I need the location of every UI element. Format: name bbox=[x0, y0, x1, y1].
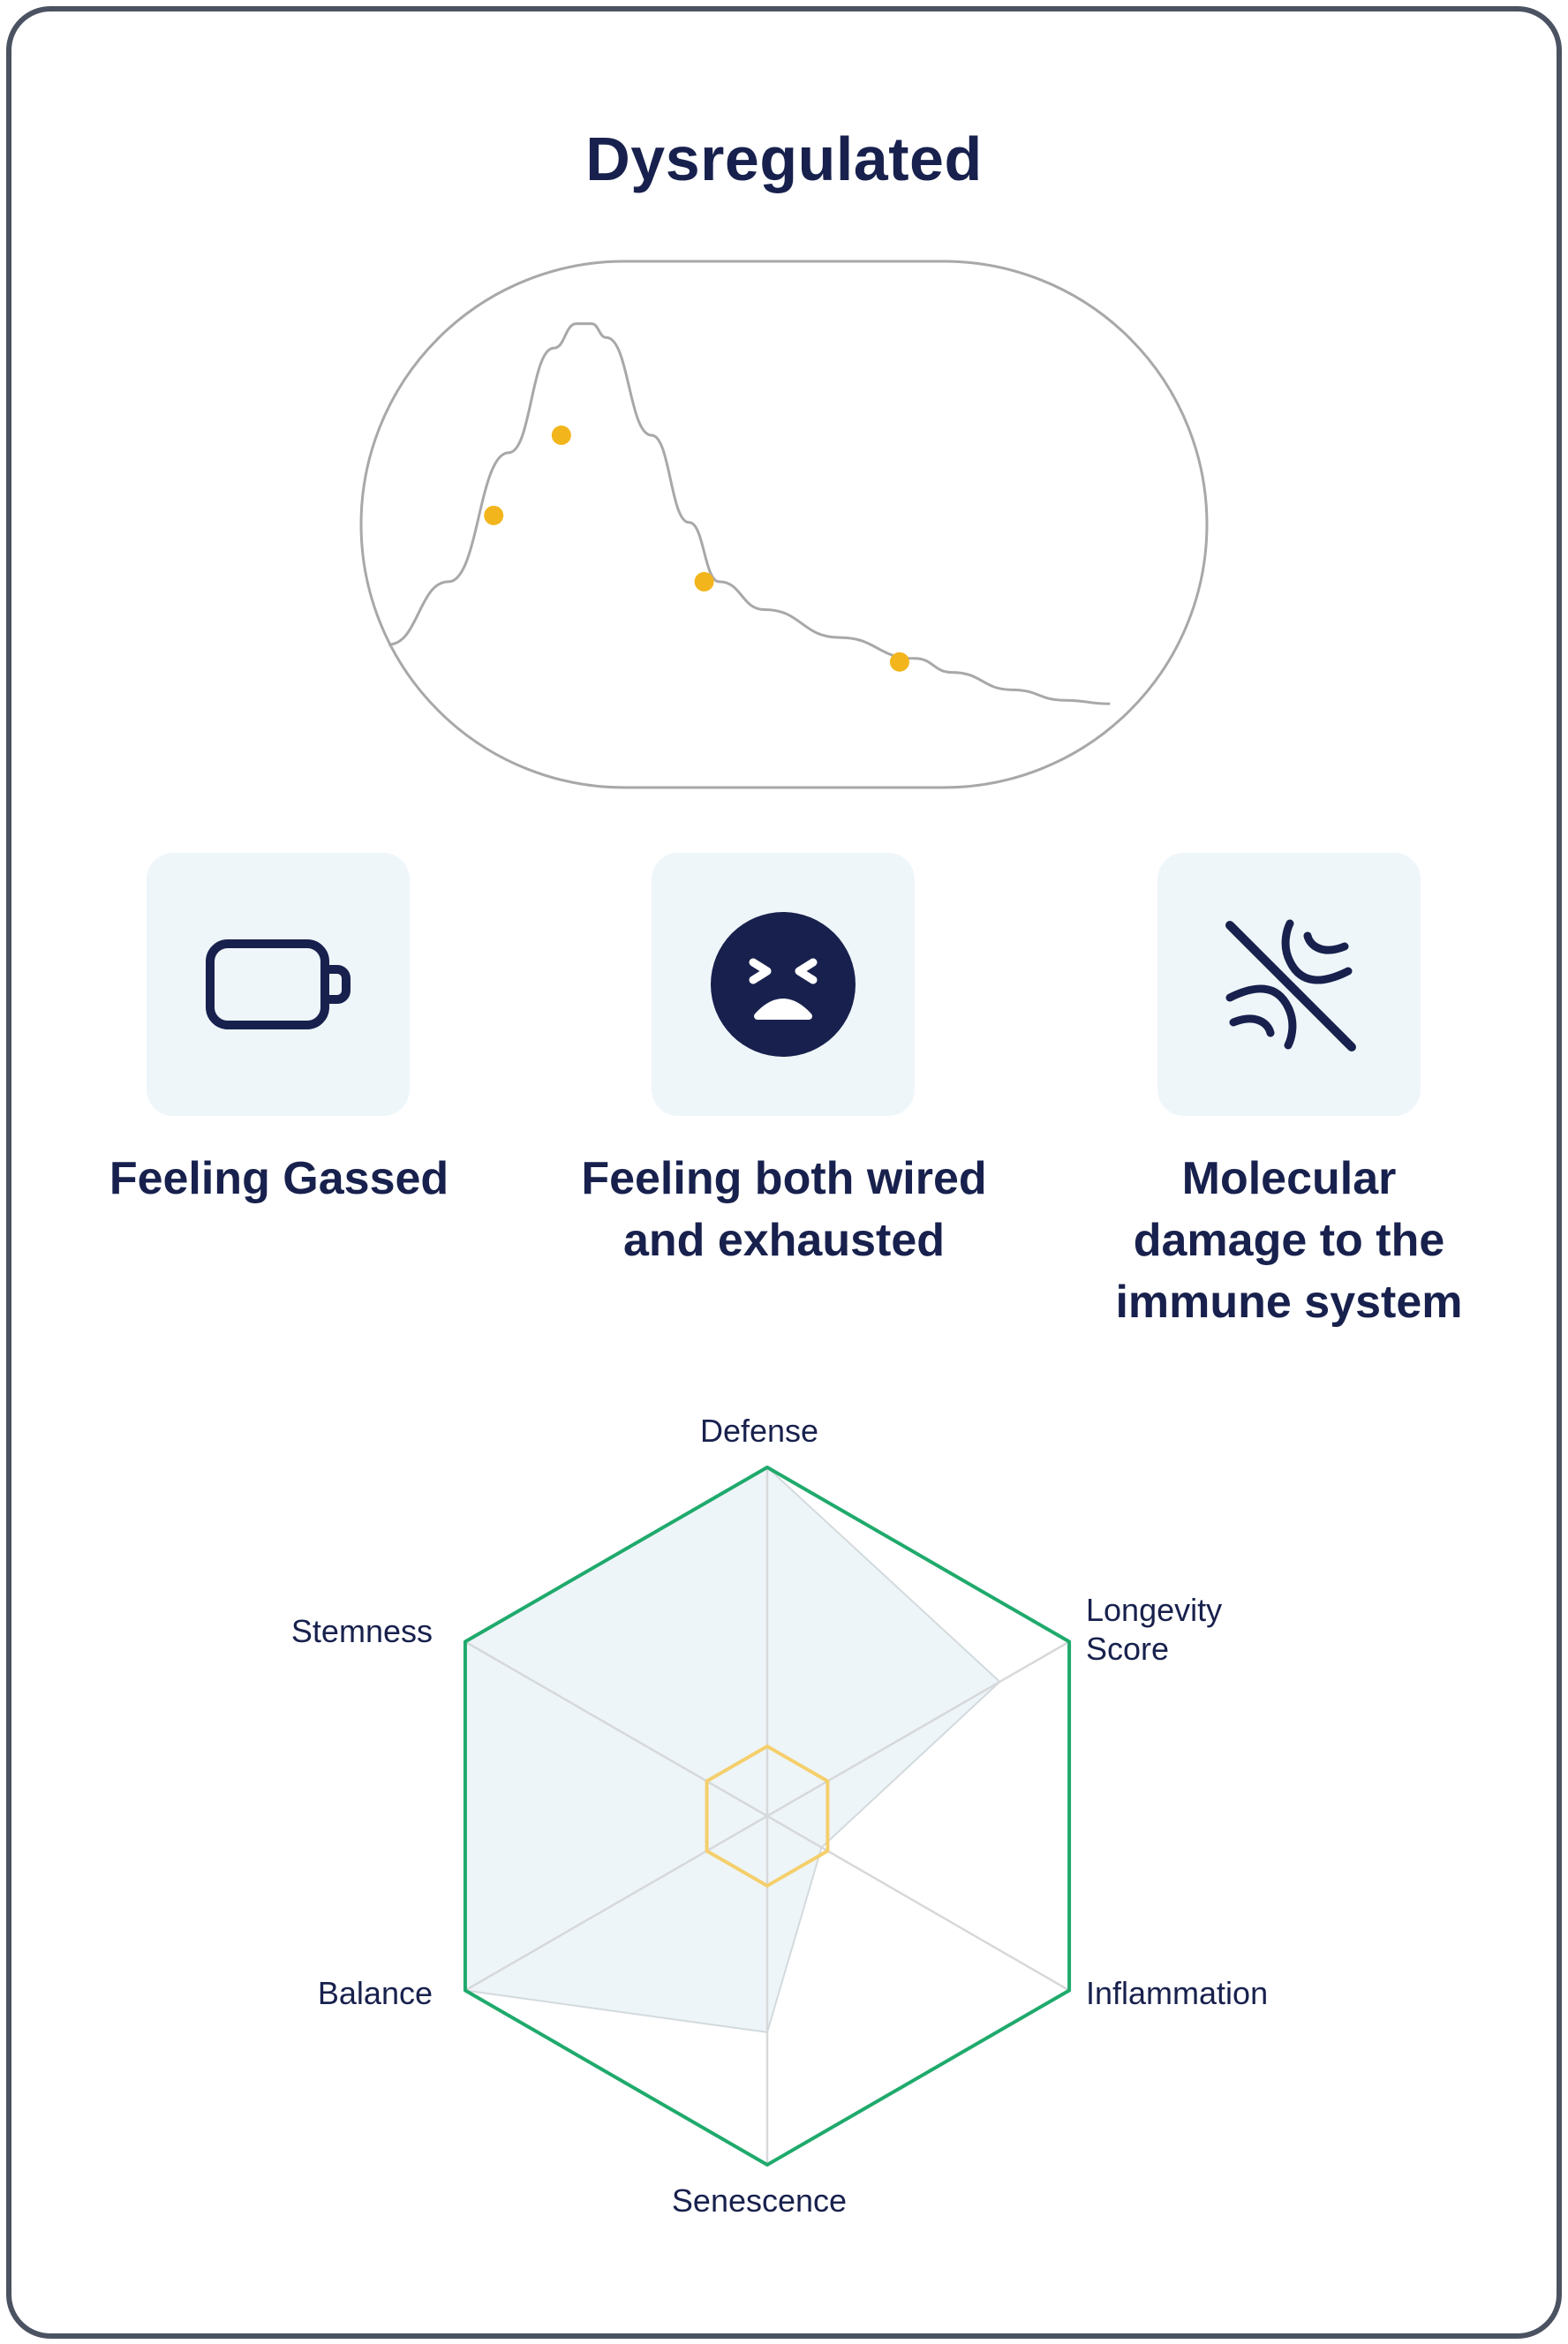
radar-axis-label: Balance bbox=[318, 1975, 433, 2011]
feature-caption-wired: Feeling both wired and exhausted bbox=[537, 1148, 1031, 1271]
radar-axis-label-line: Inflammation bbox=[1086, 1975, 1268, 2011]
radar-axis-label-line: Stemness bbox=[291, 1613, 433, 1649]
curve-point bbox=[484, 505, 504, 525]
radar-axis-label: Senescence bbox=[672, 2182, 847, 2219]
curve-point bbox=[694, 571, 714, 592]
curve-point bbox=[551, 426, 571, 445]
radar-axis-label-line: Longevity bbox=[1086, 1592, 1222, 1628]
battery-tile bbox=[147, 853, 410, 1116]
radar-outer-hexagon bbox=[463, 1466, 1072, 2167]
caption-line: immune system bbox=[1115, 1277, 1463, 1328]
battery-empty-icon bbox=[206, 939, 351, 1029]
caption-line: damage to the bbox=[1133, 1215, 1445, 1266]
curve-point bbox=[889, 652, 909, 672]
angry-face-icon bbox=[711, 912, 856, 1057]
caption-line: Feeling both wired bbox=[581, 1153, 987, 1204]
radar-axis-label: Inflammation bbox=[1086, 1975, 1268, 2011]
dna-crossed-out-icon bbox=[1225, 919, 1356, 1051]
radar-spoke bbox=[766, 1640, 1070, 1818]
stress-curve-line bbox=[388, 322, 1111, 705]
radar-axis-label-line: Defense bbox=[700, 1413, 818, 1449]
radar-inner-hexagon bbox=[705, 1745, 830, 1888]
radar-axis-label: Defense bbox=[700, 1413, 818, 1449]
radar-area bbox=[464, 1466, 1001, 2034]
radar-axis-label-line: Senescence bbox=[672, 2182, 847, 2219]
radar-axis-label-line: Balance bbox=[318, 1975, 433, 2011]
caption-line: Molecular bbox=[1181, 1153, 1397, 1204]
page-title: Dysregulated bbox=[585, 124, 983, 193]
caption-line: Feeling Gassed bbox=[109, 1153, 449, 1204]
radar-axis-label: Stemness bbox=[291, 1613, 433, 1649]
radar-spoke bbox=[464, 1814, 768, 1992]
dna-crossed-tile bbox=[1157, 853, 1421, 1116]
capsule-outline bbox=[359, 260, 1209, 789]
caption-line: and exhausted bbox=[622, 1215, 946, 1266]
feature-caption-molecular: Molecular damage to the immune system bbox=[1059, 1148, 1519, 1333]
radar-spoke bbox=[464, 1640, 768, 1818]
feature-caption-gassed: Feeling Gassed bbox=[58, 1148, 500, 1210]
radar-axis-label-line: Score bbox=[1086, 1631, 1169, 1667]
radar-spoke bbox=[766, 1814, 1070, 1992]
angry-face-tile bbox=[652, 853, 915, 1116]
